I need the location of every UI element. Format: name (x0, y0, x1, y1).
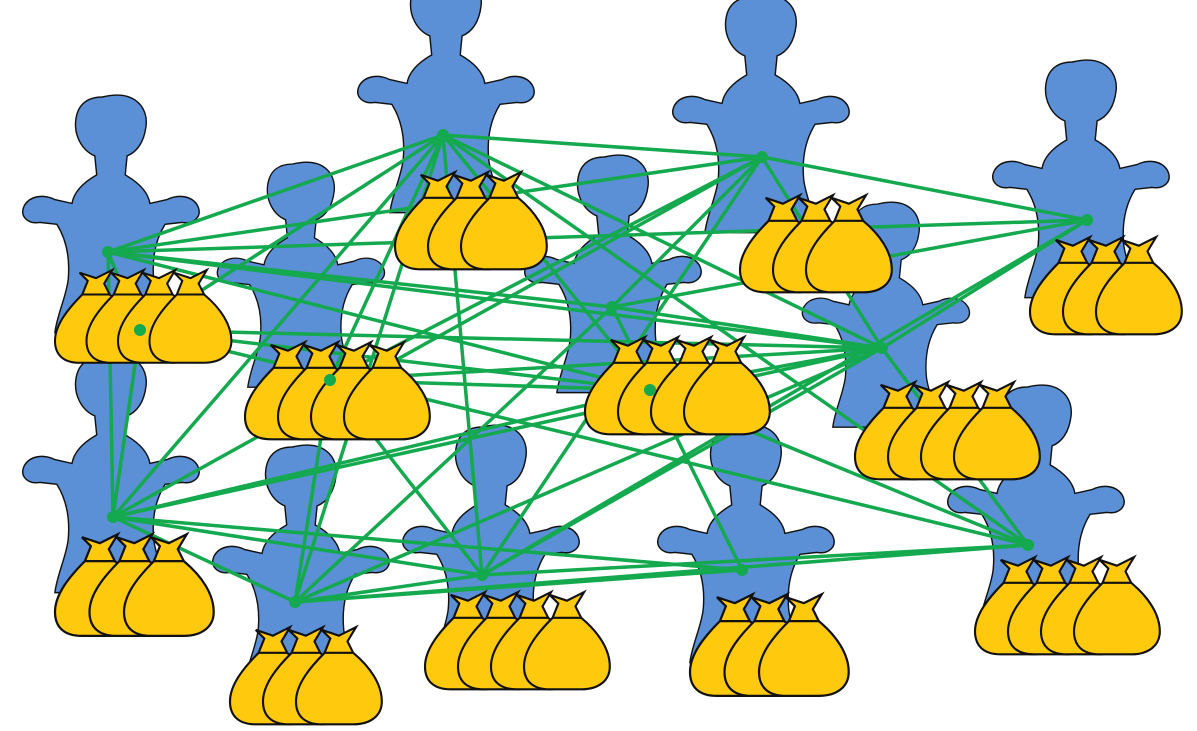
network-node (289, 596, 301, 608)
network-node (606, 301, 618, 313)
person-silhouette-icon (672, 0, 850, 234)
network-node (1081, 214, 1093, 226)
network-edge (760, 155, 1089, 222)
network-edge (293, 573, 484, 604)
network-node (756, 151, 768, 163)
network-edge (111, 515, 744, 572)
network-edge (441, 133, 884, 350)
network-edge (480, 543, 1030, 577)
network-edge (441, 133, 764, 159)
network-edge (610, 155, 764, 309)
network-node (107, 511, 119, 523)
network-edge (111, 515, 297, 604)
network-node (134, 324, 146, 336)
network-edge (111, 515, 484, 577)
network-node (876, 342, 888, 354)
network-node (1022, 539, 1034, 551)
network-node (644, 384, 656, 396)
network-node (476, 569, 488, 581)
network-node (324, 374, 336, 386)
network-node (437, 129, 449, 141)
nodes-layer (102, 129, 1093, 608)
network-edge (293, 543, 1030, 604)
network-edge (138, 328, 884, 350)
network-edge (111, 388, 652, 519)
network-edge (111, 133, 445, 519)
network-edge (106, 133, 445, 254)
network-edge (328, 346, 884, 382)
network-node (736, 564, 748, 576)
network-node (102, 246, 114, 258)
network-edge (610, 305, 884, 350)
